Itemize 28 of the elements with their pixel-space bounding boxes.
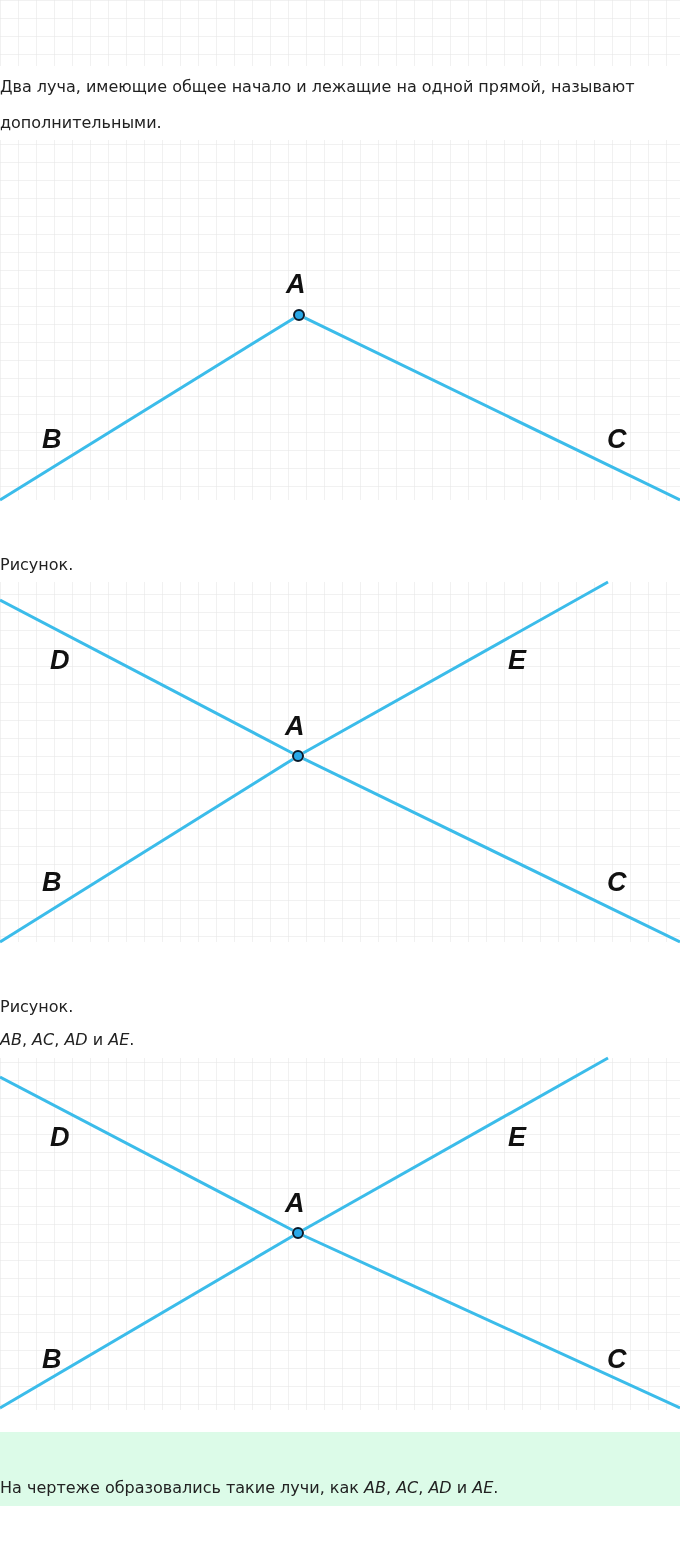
- ray-line: [302, 580, 609, 755]
- ray-label: D: [50, 1124, 70, 1151]
- point-label: A: [285, 1190, 305, 1217]
- ray-line: [0, 1234, 294, 1410]
- ray-label: E: [508, 1124, 526, 1151]
- ray-line: [0, 598, 294, 755]
- ray-line: [302, 757, 680, 944]
- caption-text: AB, AC, AD и AE.: [0, 1029, 135, 1051]
- ray-line: [302, 1056, 609, 1232]
- point-label: A: [285, 713, 305, 740]
- ray-line: [302, 1234, 680, 1410]
- ray-line: [0, 316, 295, 502]
- caption-text: Рисунок.: [0, 996, 74, 1018]
- ray-line: [303, 316, 680, 502]
- ray-label: B: [42, 869, 62, 896]
- ray-label: C: [607, 426, 627, 453]
- caption-text: На чертеже образовались такие лучи, как AB, AC, AD и AE.: [0, 1477, 500, 1499]
- ray-label: D: [50, 647, 70, 674]
- ray-label: B: [42, 426, 62, 453]
- ray-label: E: [508, 647, 526, 674]
- ray-line: [0, 1075, 294, 1232]
- caption-text: Рисунок.: [0, 554, 74, 576]
- ray-line: [0, 757, 294, 944]
- ray-label: C: [607, 869, 627, 896]
- point-label: A: [286, 271, 306, 298]
- ray-label: C: [607, 1346, 627, 1373]
- ray-label: B: [42, 1346, 62, 1373]
- definition-text: Два луча, имеющие общее начало и лежащие на одной прямой, называют дополнительными.: [0, 76, 636, 134]
